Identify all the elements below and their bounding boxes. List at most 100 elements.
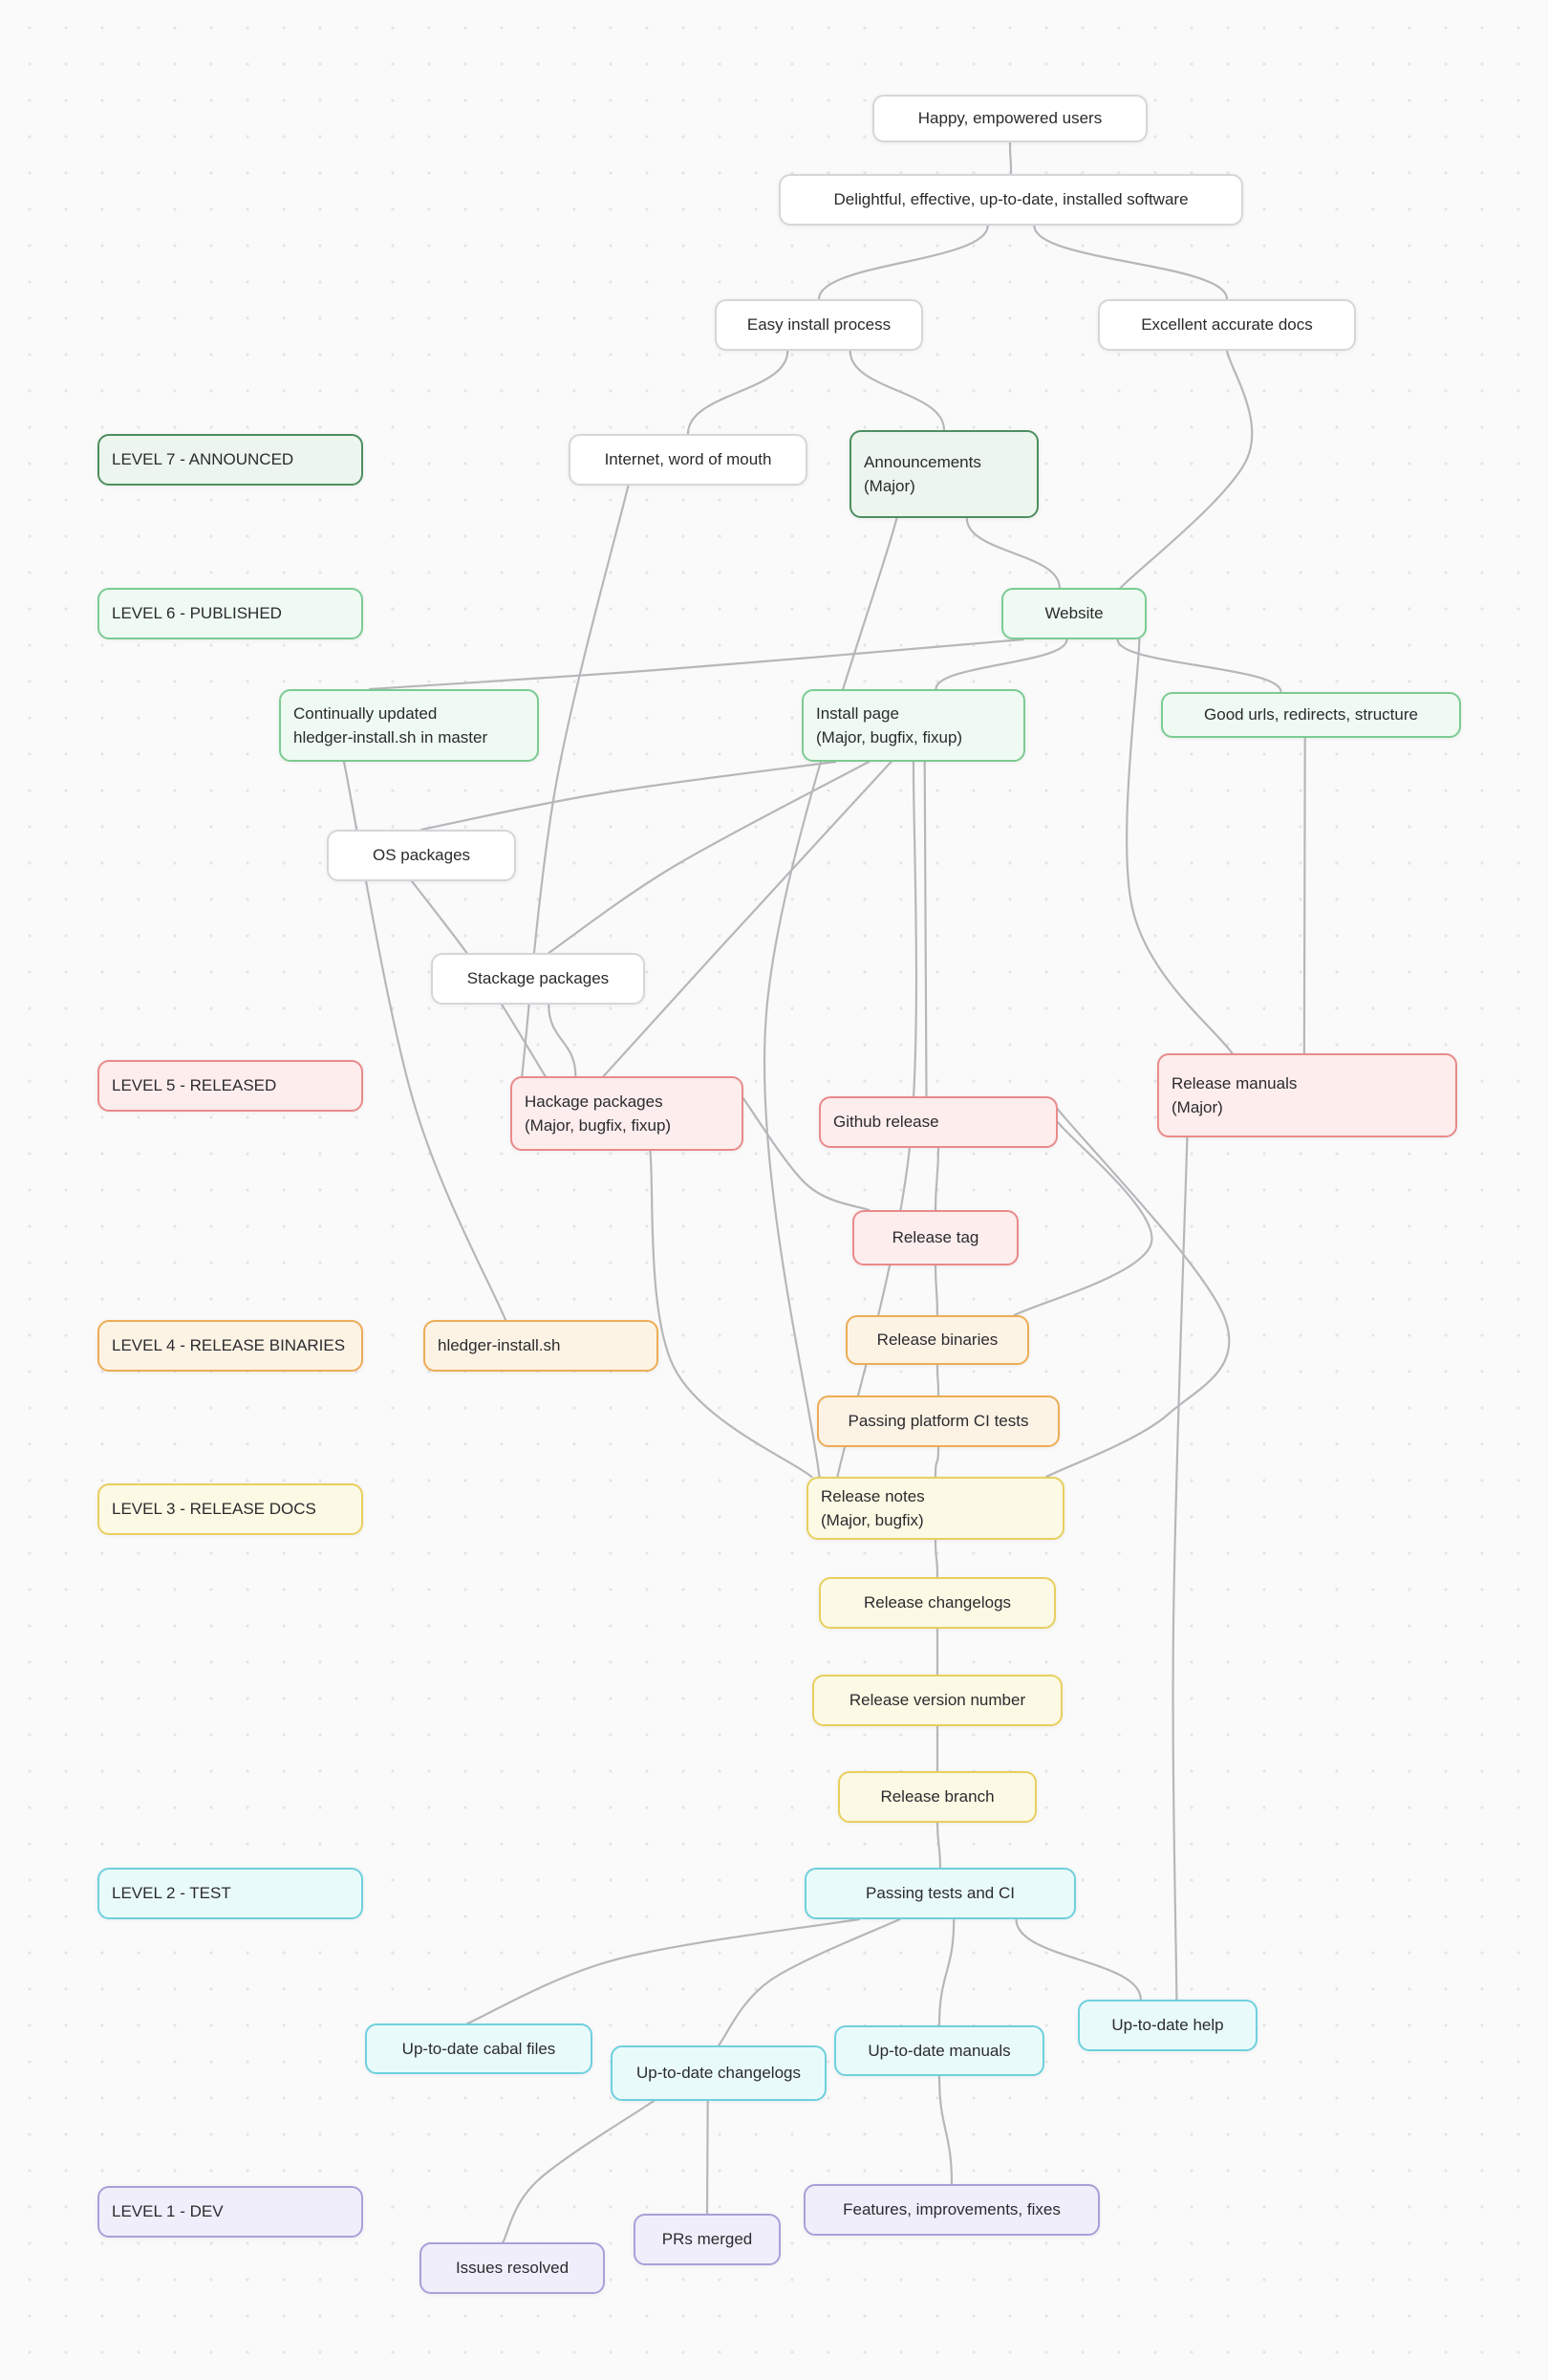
- node-hledger-install-sh-label: hledger-install.sh: [438, 1336, 561, 1355]
- node-release-binaries-label: Release binaries: [876, 1331, 999, 1350]
- edge-delightful--excellent-docs: [1033, 224, 1229, 301]
- edge-delightful--easy-install: [817, 224, 989, 301]
- node-hledger-install-sh: hledger-install.sh: [423, 1320, 658, 1372]
- node-level-7: LEVEL 7 - ANNOUNCED: [97, 434, 363, 486]
- node-release-notes-label: (Major, bugfix): [821, 1511, 924, 1529]
- node-install-page-label: Install page: [816, 703, 899, 723]
- edge-easy-install--internet-wom: [686, 349, 789, 436]
- node-level-6-label: LEVEL 6 - PUBLISHED: [112, 604, 282, 623]
- edge-release-notes--release-changelogs: [934, 1538, 939, 1579]
- node-level-3-label: LEVEL 3 - RELEASE DOCS: [112, 1500, 316, 1519]
- edge-github-release--release-notes: [1045, 1108, 1231, 1479]
- node-utd-changelogs-label: Up-to-date changelogs: [635, 2064, 801, 2083]
- edge-passing-tests-ci--utd-changelogs: [717, 1917, 901, 2047]
- node-release-manuals: Release manuals(Major): [1157, 1053, 1457, 1137]
- node-hackage-packages-label: Hackage packages: [525, 1092, 663, 1111]
- node-internet-wom: Internet, word of mouth: [569, 434, 807, 486]
- node-level-2: LEVEL 2 - TEST: [97, 1868, 363, 1919]
- node-stackage-packages: Stackage packages: [431, 953, 645, 1005]
- node-release-changelogs-label: Release changelogs: [863, 1593, 1012, 1612]
- node-good-urls-label: Good urls, redirects, structure: [1204, 705, 1418, 725]
- node-release-branch-label: Release branch: [880, 1787, 995, 1807]
- node-passing-platform-ci: Passing platform CI tests: [817, 1396, 1060, 1447]
- node-level-1: LEVEL 1 - DEV: [97, 2186, 363, 2238]
- node-utd-help: Up-to-date help: [1078, 2000, 1258, 2051]
- edge-website--good-urls: [1116, 638, 1282, 694]
- edge-passing-platform-ci--release-notes: [934, 1445, 940, 1479]
- node-excellent-docs-label: Excellent accurate docs: [1141, 315, 1313, 335]
- node-prs-merged-label: PRs merged: [661, 2230, 753, 2249]
- node-passing-tests-ci: Passing tests and CI: [805, 1868, 1076, 1919]
- node-github-release: Github release: [819, 1096, 1058, 1148]
- node-level-2-label: LEVEL 2 - TEST: [112, 1884, 231, 1903]
- node-announcements-label: Announcements: [864, 452, 981, 471]
- node-release-version-number-label: Release version number: [849, 1691, 1026, 1710]
- edge-announcements--website: [965, 516, 1061, 590]
- node-issues-resolved-label: Issues resolved: [455, 2259, 570, 2278]
- edge-website--install-page: [935, 638, 1068, 691]
- edge-install-page--os-packages: [419, 760, 837, 832]
- node-issues-resolved: Issues resolved: [419, 2242, 605, 2294]
- node-release-branch: Release branch: [838, 1771, 1037, 1823]
- edge-website--release-manuals: [1126, 638, 1234, 1055]
- edge-hackage-packages--release-tag: [742, 1097, 871, 1212]
- node-release-tag-label: Release tag: [892, 1228, 979, 1247]
- edge-utd-manuals--features: [937, 2074, 954, 2186]
- edge-good-urls--release-manuals: [1302, 736, 1306, 1055]
- edge-install-page--hackage-packages: [602, 760, 892, 1078]
- node-prs-merged: PRs merged: [634, 2214, 781, 2265]
- edge-utd-changelogs--prs-merged: [705, 2099, 709, 2216]
- node-github-release-label: Github release: [833, 1113, 939, 1132]
- node-release-tag: Release tag: [852, 1210, 1019, 1266]
- node-utd-manuals: Up-to-date manuals: [834, 2025, 1044, 2076]
- edge-passing-tests-ci--utd-cabal-files: [466, 1917, 860, 2025]
- node-features: Features, improvements, fixes: [804, 2184, 1100, 2236]
- node-happy-label: Happy, empowered users: [917, 109, 1103, 128]
- node-level-1-label: LEVEL 1 - DEV: [112, 2202, 224, 2221]
- node-passing-platform-ci-label: Passing platform CI tests: [848, 1412, 1029, 1431]
- edge-utd-changelogs--issues-resolved: [502, 2099, 656, 2244]
- node-utd-cabal-files-label: Up-to-date cabal files: [401, 2039, 556, 2058]
- node-release-manuals-label: (Major): [1172, 1098, 1223, 1116]
- node-release-binaries: Release binaries: [846, 1315, 1029, 1365]
- node-delightful: Delightful, effective, up-to-date, insta…: [779, 174, 1243, 226]
- node-delightful-label: Delightful, effective, up-to-date, insta…: [833, 190, 1189, 209]
- edge-release-binaries--passing-platform-ci: [935, 1363, 940, 1397]
- node-release-changelogs: Release changelogs: [819, 1577, 1056, 1629]
- node-os-packages-label: OS packages: [372, 846, 471, 865]
- node-hackage-packages: Hackage packages(Major, bugfix, fixup): [510, 1076, 743, 1151]
- node-features-label: Features, improvements, fixes: [843, 2200, 1061, 2219]
- node-easy-install: Easy install process: [715, 299, 923, 351]
- node-utd-help-label: Up-to-date help: [1111, 2016, 1224, 2035]
- node-happy: Happy, empowered users: [872, 95, 1148, 142]
- node-utd-changelogs: Up-to-date changelogs: [611, 2045, 827, 2101]
- edge-release-manuals--utd-help: [1172, 1136, 1189, 2001]
- node-utd-manuals-label: Up-to-date manuals: [868, 2041, 1011, 2060]
- node-internet-wom-label: Internet, word of mouth: [604, 450, 772, 469]
- edge-website--continually-updated: [369, 638, 1024, 691]
- node-continually-updated-label: hledger-install.sh in master: [293, 728, 488, 746]
- node-install-page-label: (Major, bugfix, fixup): [816, 728, 963, 746]
- node-level-4-label: LEVEL 4 - RELEASE BINARIES: [112, 1336, 346, 1355]
- node-level-6: LEVEL 6 - PUBLISHED: [97, 588, 363, 639]
- edge-install-page--stackage-packages: [548, 760, 871, 955]
- edge-announcements--release-notes: [763, 516, 898, 1479]
- node-website-label: Website: [1044, 604, 1104, 623]
- node-level-4: LEVEL 4 - RELEASE BINARIES: [97, 1320, 363, 1372]
- edge-hackage-packages--release-notes: [649, 1149, 813, 1479]
- node-good-urls: Good urls, redirects, structure: [1161, 692, 1461, 738]
- node-utd-cabal-files: Up-to-date cabal files: [365, 2023, 592, 2074]
- node-release-notes: Release notes (Major, bugfix): [806, 1477, 1064, 1540]
- edge-passing-tests-ci--utd-help: [1015, 1917, 1142, 2001]
- node-website: Website: [1001, 588, 1147, 639]
- edge-release-tag--release-binaries: [934, 1264, 939, 1317]
- node-announcements: Announcements (Major): [849, 430, 1039, 518]
- edge-stackage-packages--hackage-packages: [548, 1003, 577, 1078]
- node-stackage-packages-label: Stackage packages: [466, 969, 610, 988]
- node-level-3: LEVEL 3 - RELEASE DOCS: [97, 1483, 363, 1535]
- node-announcements-label: (Major): [864, 477, 915, 495]
- node-level-5: LEVEL 5 - RELEASED: [97, 1060, 363, 1112]
- node-release-notes-label: Release notes: [821, 1486, 925, 1505]
